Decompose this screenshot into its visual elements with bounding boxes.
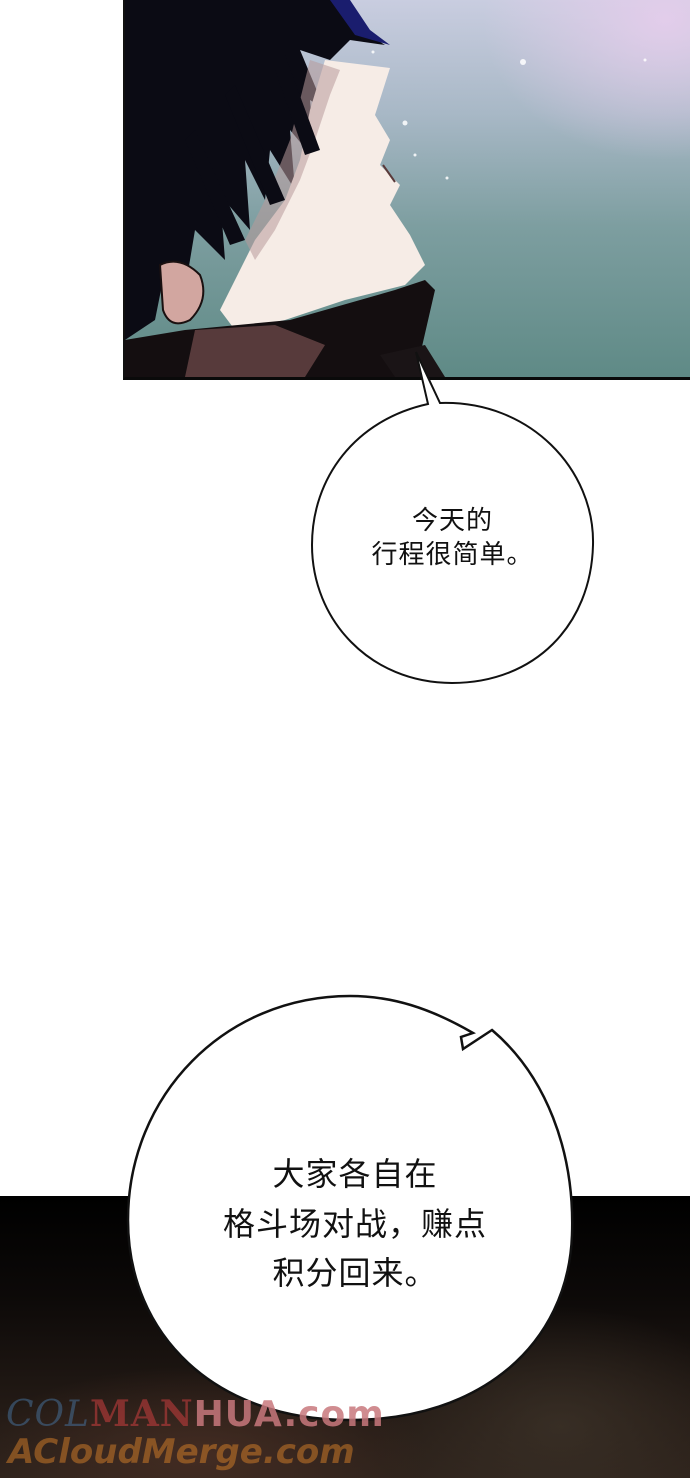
watermark-part-b: MAN [89, 1393, 194, 1435]
watermark-colmanhua: COLMANHUA.com [6, 1393, 385, 1435]
bubble-2-line-1: 大家各自在 [272, 1155, 438, 1193]
bubble-1-line-2: 行程很简单。 [371, 539, 534, 570]
watermark-part-a: COL [6, 1394, 90, 1435]
watermark-acloudmerge: ACloudMerge.com [8, 1432, 355, 1472]
speech-bubble-2-text: 大家各自在 格斗场对战，赚点 积分回来。 [170, 1150, 540, 1299]
bubble-1-line-1: 今天的 [411, 506, 493, 536]
watermark-part-c: HUA.com [193, 1394, 385, 1435]
bubble-2-line-3: 积分回来。 [272, 1254, 438, 1293]
top-panel-character-looking-up [123, 0, 690, 380]
speech-bubble-1-text: 今天的 行程很简单。 [330, 505, 575, 573]
bubble-2-line-2: 格斗场对战，赚点 [222, 1204, 487, 1243]
character-illustration [125, 0, 647, 377]
